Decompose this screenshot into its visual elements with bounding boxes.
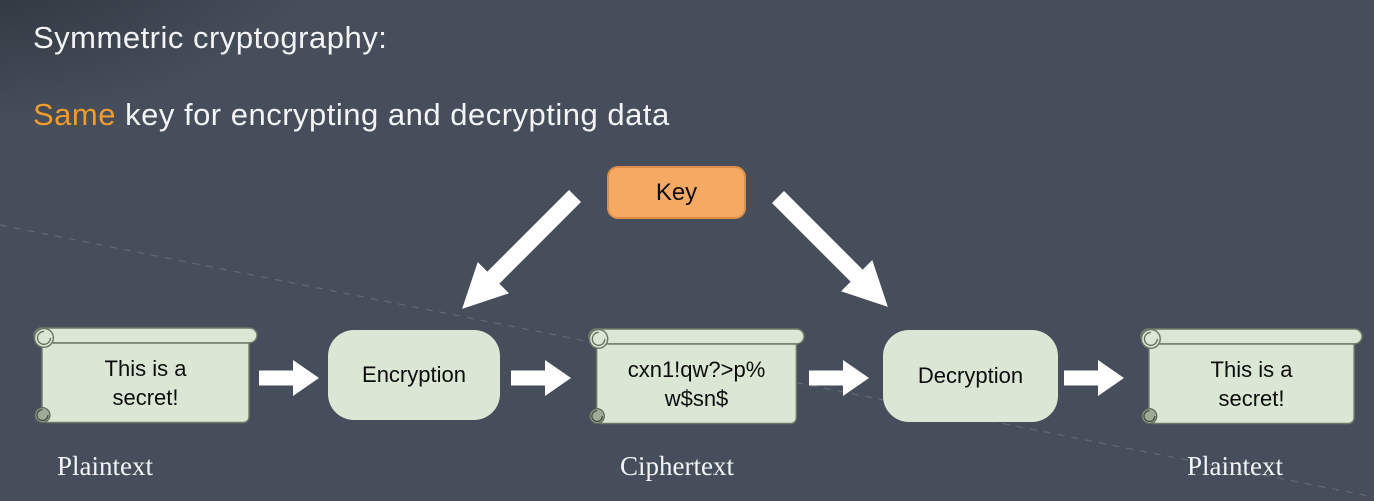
ciphertext-node: cxn1!qw?>p% w$sn$ — [588, 328, 805, 425]
key-label: Key — [655, 178, 698, 206]
slide-title: Symmetric cryptography: — [33, 20, 388, 55]
plaintext-output-node: This is a secret! — [1140, 328, 1363, 425]
encryption-to-ciphertext-arrow — [511, 360, 571, 396]
plaintext-output-text: This is a secret! — [1210, 356, 1293, 411]
encryption-label: Encryption — [362, 362, 466, 387]
key-to-encryption-arrow — [462, 189, 582, 309]
plaintext-input-node: This is a secret! — [33, 327, 258, 424]
plaintext-left-caption: Plaintext — [57, 450, 153, 481]
encryption-node: Encryption — [328, 330, 500, 420]
decryption-to-plaintext-arrow — [1064, 360, 1124, 396]
plaintext-input-text: This is a secret! — [104, 355, 187, 410]
key-to-decryption-arrow — [771, 190, 888, 307]
plaintext-to-encryption-arrow — [259, 360, 319, 396]
plaintext-right-caption: Plaintext — [1187, 450, 1283, 481]
slide-subtitle: Same key for encrypting and decrypting d… — [33, 97, 670, 133]
ciphertext-text: cxn1!qw?>p% w$sn$ — [627, 356, 766, 411]
subtitle-rest: key for encrypting and decrypting data — [115, 97, 670, 132]
decryption-label: Decryption — [917, 363, 1024, 388]
ciphertext-caption: Ciphertext — [620, 450, 734, 481]
key-node: Key — [607, 166, 746, 219]
subtitle-highlight: Same — [33, 97, 116, 132]
decryption-node: Decryption — [883, 330, 1058, 422]
